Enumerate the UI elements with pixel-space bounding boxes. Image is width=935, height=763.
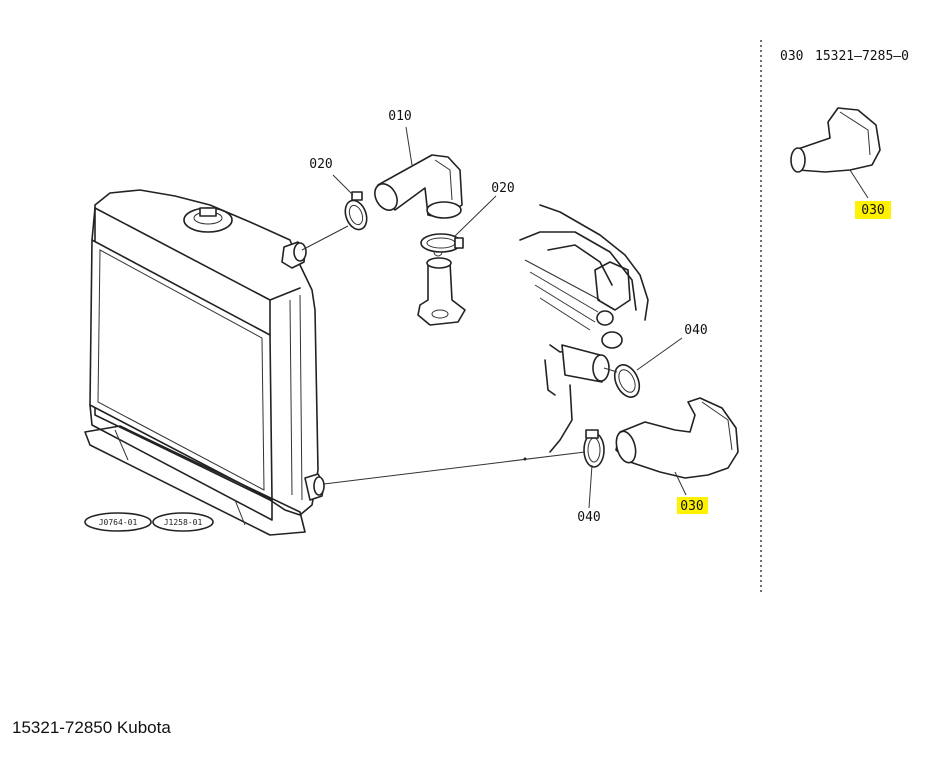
- highlight-030-alt: [855, 201, 891, 219]
- alt-part-number: 15321—7285—0: [815, 49, 909, 64]
- label-010: 010: [388, 109, 411, 124]
- alt-callout-number: 030: [780, 49, 803, 64]
- caption: 15321-72850 Kubota: [12, 718, 171, 737]
- upper-right-clamp: [420, 233, 464, 253]
- engine-block: [519, 204, 649, 453]
- label-020-left: 020: [309, 157, 332, 172]
- label-030-main: 030: [680, 499, 703, 514]
- label-030-alt: 030: [861, 203, 884, 218]
- lower-right-clamp: [613, 364, 641, 398]
- lower-hose: [615, 397, 739, 479]
- upper-left-clamp: [344, 191, 368, 231]
- alternate-part-panel: 030 15321—7285—0 030: [780, 49, 909, 219]
- ref-label-2: J1258-01: [164, 518, 203, 527]
- label-020-right: 020: [491, 181, 514, 196]
- highlight-030-main: [677, 497, 708, 514]
- label-040-right: 040: [684, 323, 707, 338]
- thermostat-housing: [417, 247, 466, 326]
- radiator: J0764-01 J1258-01: [84, 189, 325, 536]
- label-040-left: 040: [577, 510, 600, 525]
- upper-hose: [374, 154, 463, 219]
- ref-label-1: J0764-01: [99, 518, 138, 527]
- lower-left-clamp: [583, 429, 605, 468]
- parts-diagram: J0764-01 J1258-01: [84, 40, 909, 595]
